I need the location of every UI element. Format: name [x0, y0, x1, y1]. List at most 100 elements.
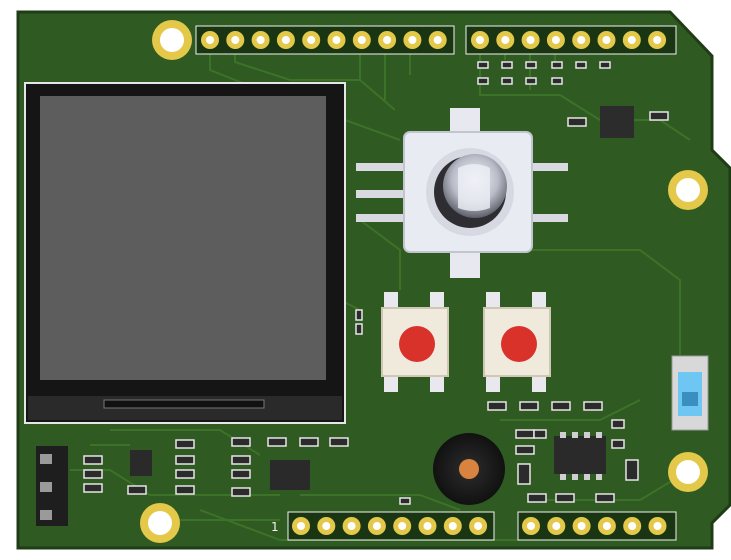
header-pin-hole	[297, 522, 305, 530]
smd-passive	[329, 437, 349, 447]
buzzer	[433, 433, 505, 505]
header-pin-hole	[602, 36, 611, 44]
header-pin-hole	[256, 36, 265, 44]
smd-passive	[487, 401, 507, 411]
smd-passive	[611, 419, 625, 429]
smd-passive	[231, 469, 251, 479]
mounting-hole-right-upper	[668, 170, 708, 210]
header-top-right	[465, 25, 677, 55]
smd-passive	[231, 437, 251, 447]
header-pin-hole	[347, 522, 356, 530]
smd-passive	[477, 77, 489, 85]
smd-passive	[175, 455, 195, 465]
header-pin-hole	[372, 522, 381, 530]
header-pin-hole	[206, 36, 214, 44]
header-pin-hole	[433, 36, 442, 44]
smd-passive	[399, 497, 411, 505]
smd-passive	[515, 445, 535, 455]
header-pin-hole	[602, 522, 611, 530]
smd-passive	[83, 469, 103, 479]
header-pin-hole	[281, 36, 290, 44]
header-pin-hole	[423, 522, 432, 530]
smd-passive	[175, 439, 195, 449]
smd-passive	[525, 77, 537, 85]
header-top-left	[195, 25, 455, 55]
smd-passive	[83, 483, 103, 493]
ic-top-right	[600, 106, 634, 138]
smd-passive	[649, 111, 669, 121]
pin-header-3	[36, 446, 68, 526]
smd-passive	[525, 61, 537, 69]
smd-passive	[355, 323, 363, 335]
header-pin-hole	[577, 36, 586, 44]
smd-passive	[175, 469, 195, 479]
ic-pin	[584, 432, 590, 438]
smd-passive	[611, 439, 625, 449]
header-pin-hole	[408, 36, 417, 44]
smd-passive	[299, 437, 319, 447]
header-bottom-right	[517, 511, 677, 541]
smd-passive	[519, 401, 539, 411]
header-pin-hole	[577, 522, 586, 530]
ic-pin	[584, 474, 590, 480]
header-pin-hole	[322, 522, 331, 530]
smd-passive	[267, 437, 287, 447]
smd-passive	[533, 429, 547, 439]
ic-tssop-bottom	[270, 460, 310, 490]
smd-passive	[517, 463, 531, 485]
header-pin-hole	[501, 36, 510, 44]
smd-passive	[599, 61, 611, 69]
smd-passive	[231, 487, 251, 497]
mounting-hole-right-lower	[668, 452, 708, 492]
smd-passive	[501, 77, 513, 85]
ic-pin	[596, 432, 602, 438]
pin1-label: 1	[271, 520, 279, 534]
slide-switch[interactable]	[671, 355, 709, 431]
smd-passive	[231, 455, 251, 465]
smd-passive	[527, 493, 547, 503]
smd-passive	[175, 485, 195, 495]
smd-passive	[583, 401, 603, 411]
ic-soic-right	[554, 432, 606, 480]
header-pin-hole	[332, 36, 341, 44]
header-pin-hole	[383, 36, 392, 44]
smd-passive	[551, 77, 563, 85]
ic-pin	[560, 474, 566, 480]
smd-passive	[477, 61, 489, 69]
tactile-button-right[interactable]	[483, 292, 551, 392]
smd-passive	[575, 61, 587, 69]
header-pin-hole	[627, 36, 636, 44]
header-bottom-left	[287, 511, 495, 541]
header-pin-hole	[448, 522, 457, 530]
header-pin-hole	[527, 522, 535, 530]
smd-passive	[355, 309, 363, 321]
header-pin-hole	[628, 522, 637, 530]
smd-passive	[555, 493, 575, 503]
ic-sot-left	[130, 450, 152, 476]
smd-components	[83, 61, 669, 505]
header-pin-hole	[307, 36, 316, 44]
smd-passive	[83, 455, 103, 465]
header-pin-hole	[551, 36, 560, 44]
smd-passive	[567, 117, 587, 127]
header-pin-hole	[357, 36, 366, 44]
smd-passive	[595, 493, 615, 503]
ic-pin	[572, 432, 578, 438]
smd-passive	[625, 459, 639, 481]
header-pin-hole	[526, 36, 535, 44]
lcd-display	[24, 82, 346, 424]
header-pin-hole	[231, 36, 240, 44]
tactile-button-left[interactable]	[381, 292, 449, 392]
mounting-hole-bottom-left	[140, 503, 180, 543]
header-pin-hole	[398, 522, 407, 530]
smd-passive	[551, 401, 571, 411]
header-pin-hole	[476, 36, 484, 44]
smd-passive	[127, 485, 147, 495]
ic-pin	[560, 432, 566, 438]
ic-pin	[572, 474, 578, 480]
mounting-hole-top-left	[152, 20, 192, 60]
ic-pin	[596, 474, 602, 480]
header-pin-hole	[474, 522, 483, 530]
smd-passive	[515, 429, 535, 439]
